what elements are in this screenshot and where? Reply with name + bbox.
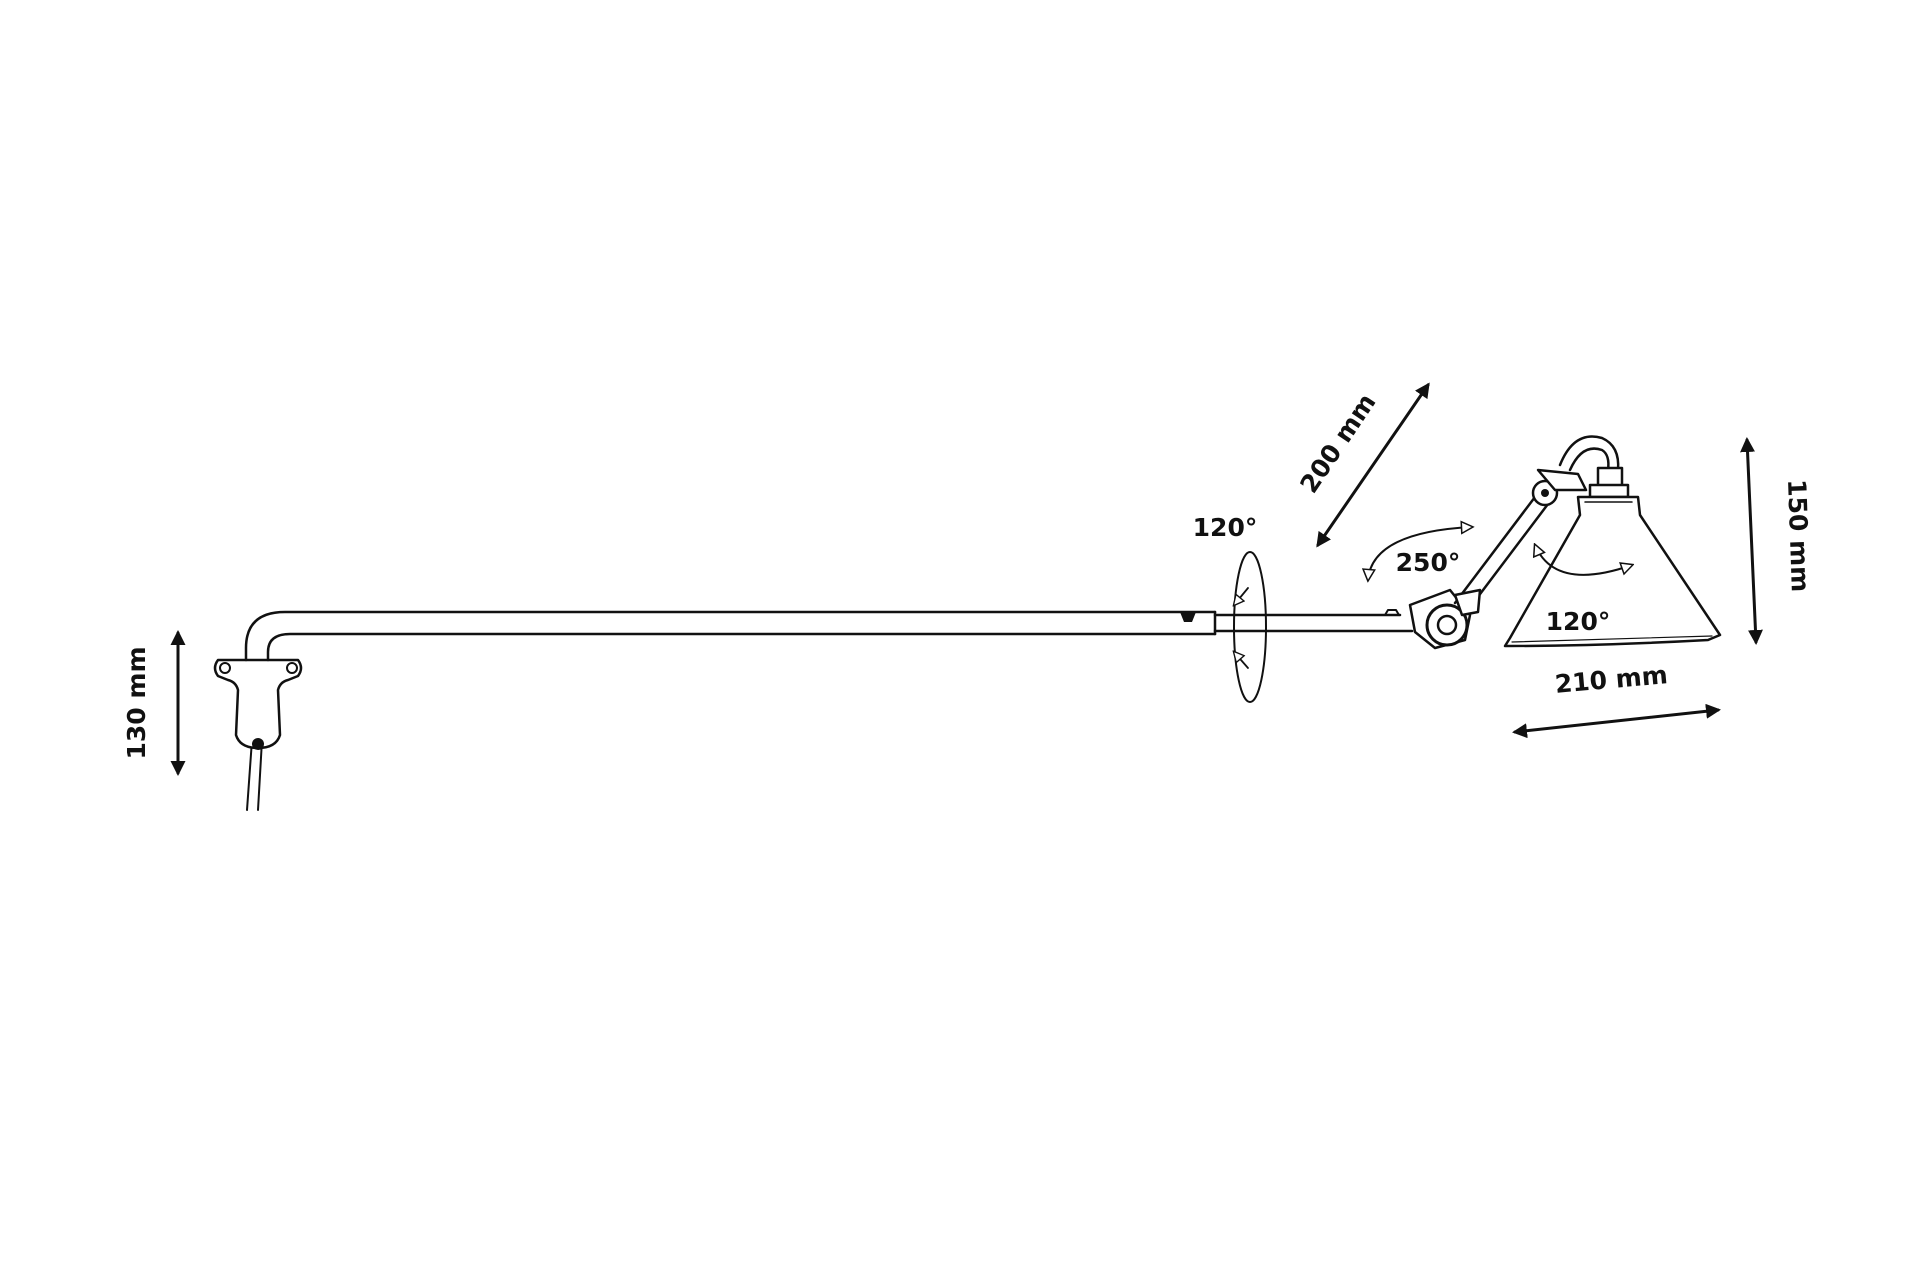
lamp-illustration xyxy=(213,435,1722,811)
label-base-height: 130 mm xyxy=(122,647,151,760)
label-shade-height: 150 mm xyxy=(1782,479,1815,593)
rotation-elbow-indicator: 250° xyxy=(1368,527,1472,580)
dimension-shade-diameter: 210 mm xyxy=(1512,660,1721,739)
dimension-base-height: 130 mm xyxy=(122,630,186,776)
extension-arm xyxy=(1213,613,1414,633)
shade-joint xyxy=(1531,435,1620,507)
rotation-arm-indicator: 120° xyxy=(1193,513,1267,703)
label-elbow-rotation: 250° xyxy=(1396,548,1461,577)
power-cable xyxy=(246,739,263,811)
elbow-joint xyxy=(1408,588,1472,650)
upper-arm xyxy=(1453,495,1550,612)
label-shade-diameter: 210 mm xyxy=(1554,660,1669,699)
main-arm xyxy=(244,610,1217,662)
label-arm-rotation: 120° xyxy=(1193,513,1258,542)
dimension-shade-height: 150 mm xyxy=(1740,437,1815,645)
wall-mount xyxy=(213,658,303,750)
rotation-shade-indicator: 120° xyxy=(1535,545,1632,636)
label-shade-rotation: 120° xyxy=(1546,607,1611,636)
set-screw xyxy=(1180,612,1196,622)
label-arm-length: 200 mm xyxy=(1294,388,1381,498)
dimension-arm-length: 200 mm xyxy=(1294,382,1430,548)
